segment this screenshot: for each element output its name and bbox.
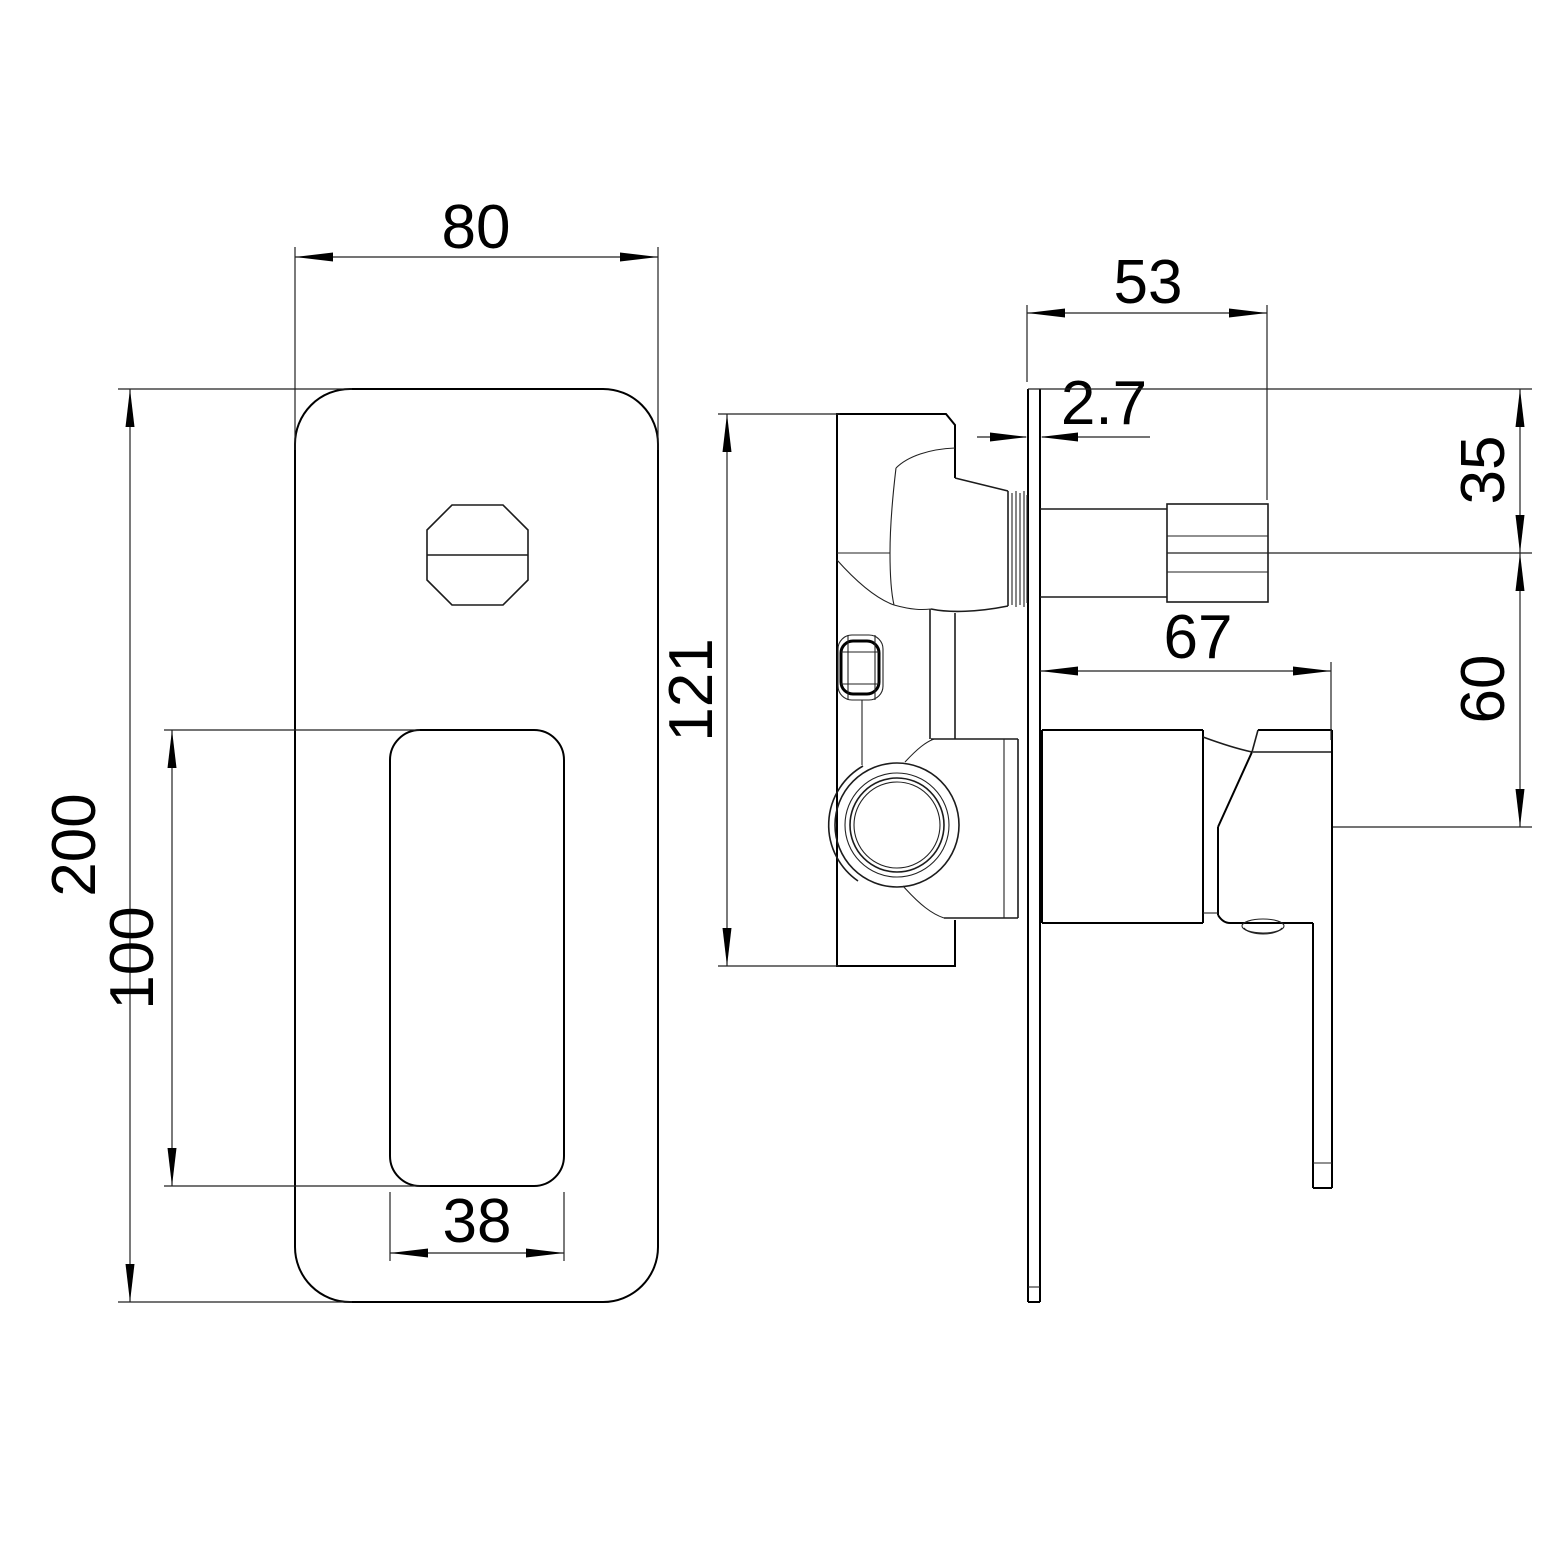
dim-handle-width-label: 38 [443, 1187, 512, 1256]
outlet-port-circles [827, 762, 960, 888]
side-view: 53 2.7 121 67 [657, 248, 1532, 1303]
dim-plate-width-label: 80 [442, 193, 511, 262]
dim-stem-center-to-outlet: 60 [1449, 553, 1525, 827]
body-detail-lines [836, 447, 956, 765]
dim-body-height: 121 [657, 413, 840, 967]
thread-lines [1011, 491, 1028, 607]
dim-handle-height: 100 [98, 729, 430, 1187]
dim-plate-top-to-stem-center-label: 35 [1449, 436, 1518, 505]
handle-side [1041, 729, 1333, 1189]
front-view: 80 200 100 38 [40, 193, 659, 1303]
dim-stem-projection: 53 [1026, 248, 1268, 500]
dim-plate-height: 200 [40, 388, 352, 1303]
dim-handle-projection: 67 [1040, 603, 1332, 740]
valve-body [827, 413, 1028, 967]
side-inlet-port [837, 634, 884, 701]
valve-body-outline [836, 413, 956, 967]
dim-body-height-label: 121 [657, 638, 726, 741]
dim-plate-height-label: 200 [40, 793, 109, 896]
dim-stem-projection-label: 53 [1114, 248, 1183, 317]
dim-handle-projection-label: 67 [1164, 603, 1233, 672]
diverter-button-octagon [426, 504, 529, 606]
dim-plate-thickness: 2.7 [977, 369, 1150, 442]
handle-front-outline [389, 729, 565, 1187]
diverter-button [426, 504, 529, 606]
wall-plate-side [1027, 389, 1041, 1303]
dim-plate-top-to-stem-center: 35 [1449, 389, 1525, 553]
dim-stem-center-to-outlet-label: 60 [1449, 655, 1518, 724]
faceplate-outline [294, 388, 659, 1303]
dim-handle-height-label: 100 [98, 906, 167, 1009]
set-screw-dimple [1241, 918, 1285, 935]
dim-plate-width: 80 [294, 193, 659, 450]
dim-handle-width: 38 [389, 1187, 565, 1261]
dim-plate-thickness-label: 2.7 [1061, 369, 1147, 438]
cartridge-bonnet [902, 738, 1019, 919]
